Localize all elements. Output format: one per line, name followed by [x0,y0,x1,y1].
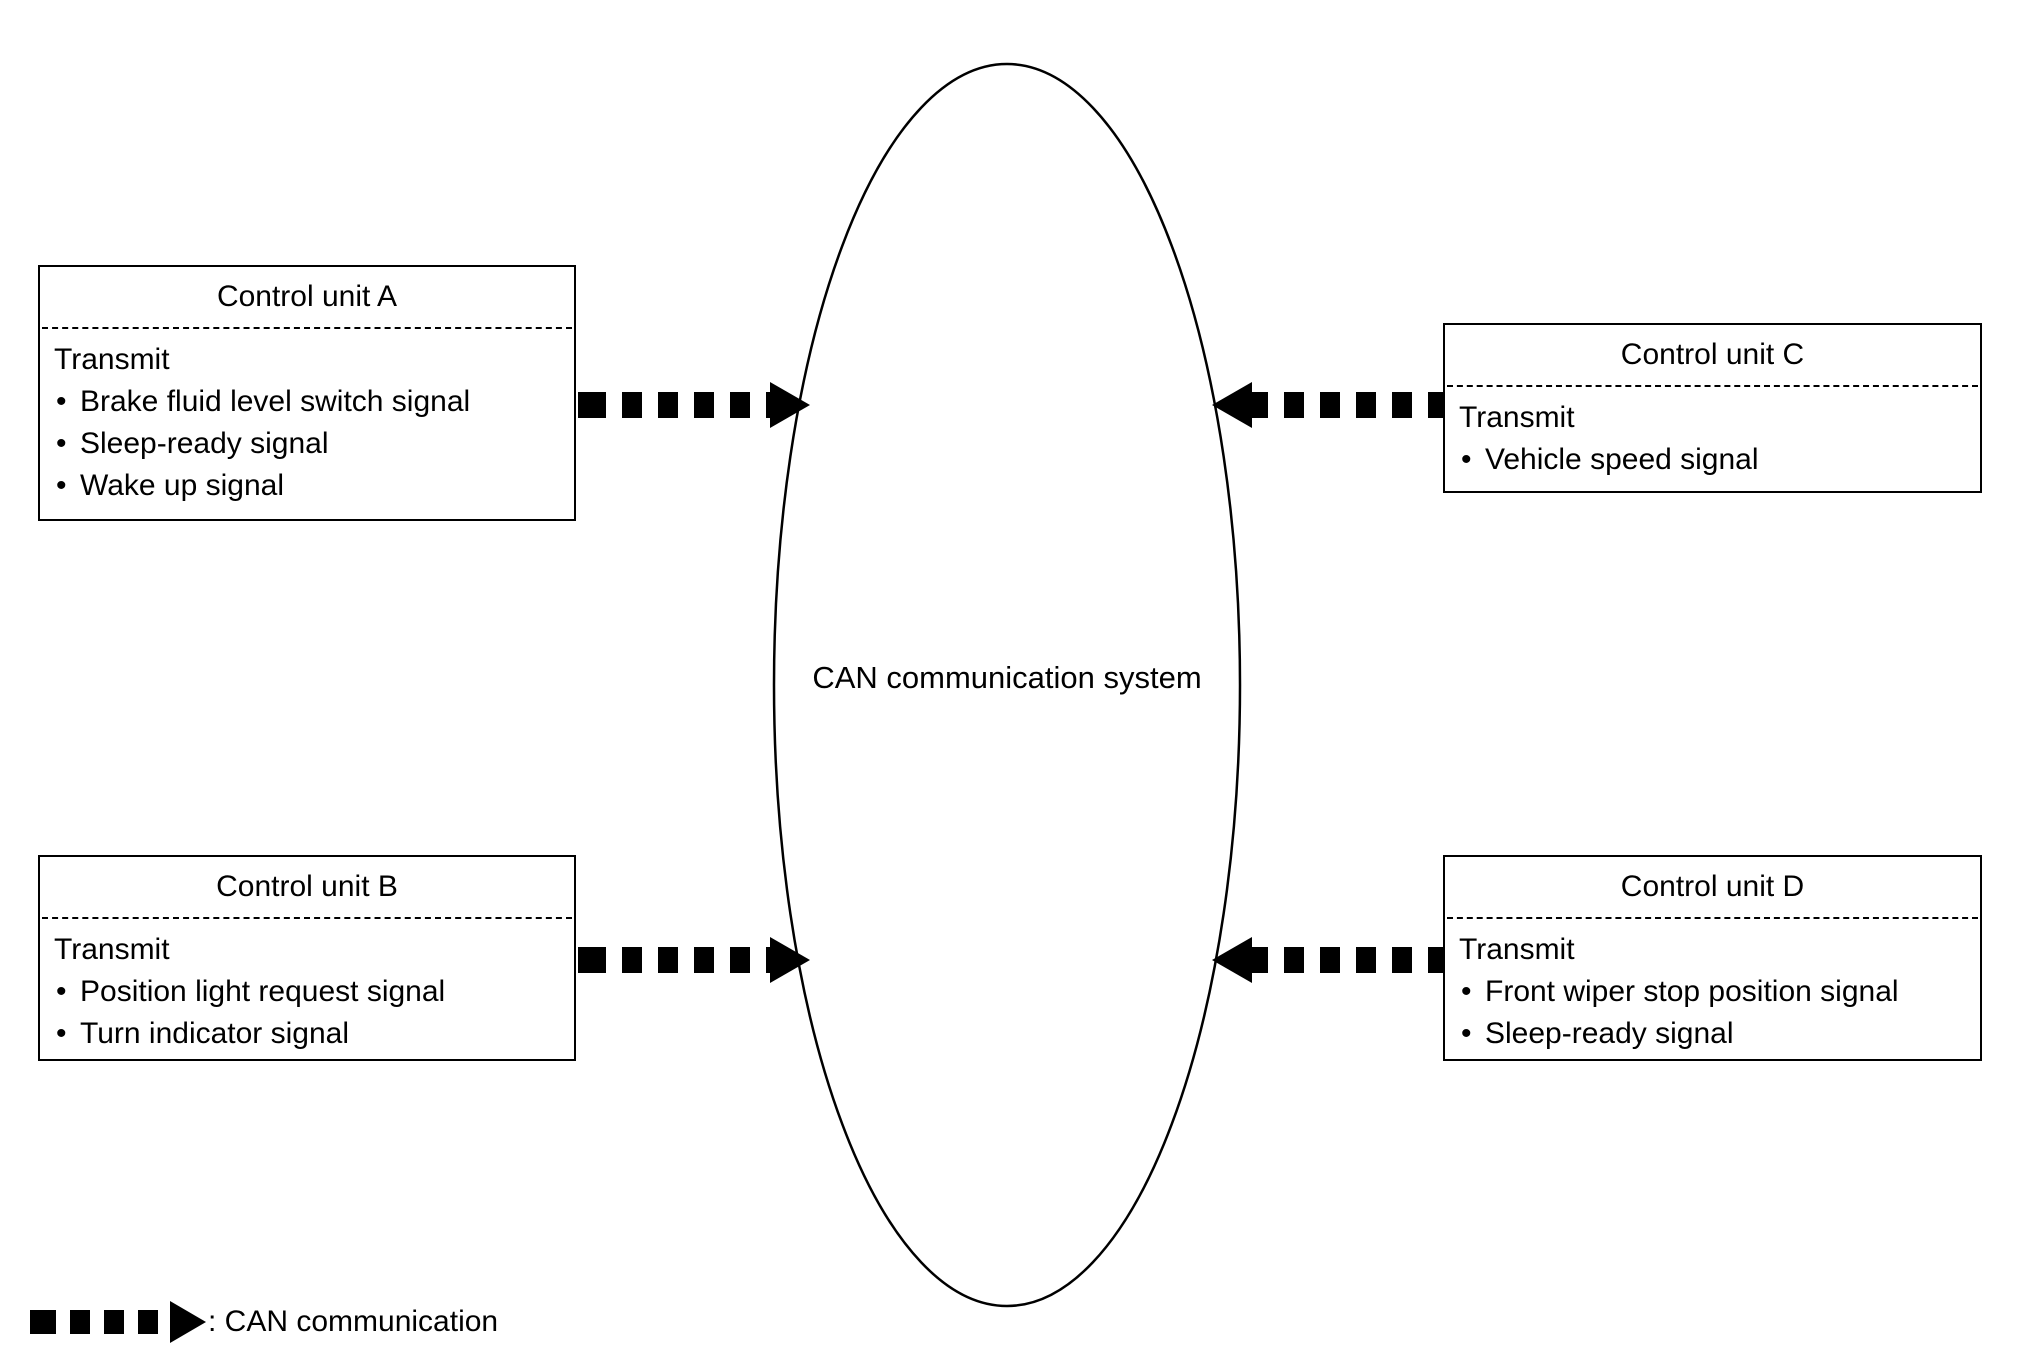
control-unit-d-transmit-label: Transmit [1459,933,1575,966]
signal-item: Front wiper stop position signal [1459,971,1980,1013]
signal-item: Brake fluid level switch signal [54,381,574,423]
control-unit-a-body: Transmit Brake fluid level switch signal… [40,329,574,507]
control-unit-d-box[interactable]: Control unit D Transmit Front wiper stop… [1443,855,1982,1061]
control-unit-b-body: Transmit Position light request signal T… [40,919,574,1055]
legend-can-arrow-icon [30,1301,206,1343]
can-arrow-head-icon [770,382,810,428]
can-arrow-shaft [1248,947,1444,973]
signal-item: Wake up signal [54,465,574,507]
can-arrow-unit-c-to-hub [1212,382,1444,428]
control-unit-a-transmit-label: Transmit [54,343,170,376]
control-unit-a-signal-list: Brake fluid level switch signal Sleep-re… [54,381,574,507]
control-unit-d-divider [1447,917,1978,919]
legend-label: : CAN communication [208,1305,499,1338]
legend-arrow-shaft [30,1310,174,1334]
control-unit-b-box[interactable]: Control unit B Transmit Position light r… [38,855,576,1061]
control-unit-c-signal-list: Vehicle speed signal [1459,439,1980,481]
control-unit-d-signal-list: Front wiper stop position signal Sleep-r… [1459,971,1980,1055]
can-arrow-head-icon [1212,382,1252,428]
control-unit-b-signal-list: Position light request signal Turn indic… [54,971,574,1055]
can-arrow-shaft [578,392,774,418]
control-unit-a-title: Control unit A [216,280,398,313]
can-arrow-unit-a-to-hub [578,382,810,428]
control-unit-c-title: Control unit C [1620,338,1805,371]
control-unit-d-body: Transmit Front wiper stop position signa… [1445,919,1980,1055]
signal-item: Turn indicator signal [54,1013,574,1055]
legend: : CAN communication [30,1300,498,1344]
control-unit-b-divider [42,917,572,919]
signal-item: Position light request signal [54,971,574,1013]
can-arrow-unit-b-to-hub [578,937,810,983]
control-unit-b-transmit-label: Transmit [54,933,170,966]
control-unit-c-divider [1447,385,1978,387]
legend-arrow-head-icon [170,1301,206,1343]
can-arrow-head-icon [770,937,810,983]
control-unit-c-body: Transmit Vehicle speed signal [1445,387,1980,481]
can-arrow-shaft [578,947,774,973]
can-arrow-head-icon [1212,937,1252,983]
control-unit-b-title: Control unit B [216,870,398,903]
control-unit-c-transmit-label: Transmit [1459,401,1575,434]
can-arrow-unit-d-to-hub [1212,937,1444,983]
control-unit-a-divider [42,327,572,329]
control-unit-a-box[interactable]: Control unit A Transmit Brake fluid leve… [38,265,576,521]
can-system-label: CAN communication system [812,660,1202,695]
signal-item: Vehicle speed signal [1459,439,1980,481]
can-system-ellipse [772,62,1242,1308]
signal-item: Sleep-ready signal [1459,1013,1980,1055]
control-unit-d-title: Control unit D [1620,870,1805,903]
control-unit-c-box[interactable]: Control unit C Transmit Vehicle speed si… [1443,323,1982,493]
signal-item: Sleep-ready signal [54,423,574,465]
can-arrow-shaft [1248,392,1444,418]
